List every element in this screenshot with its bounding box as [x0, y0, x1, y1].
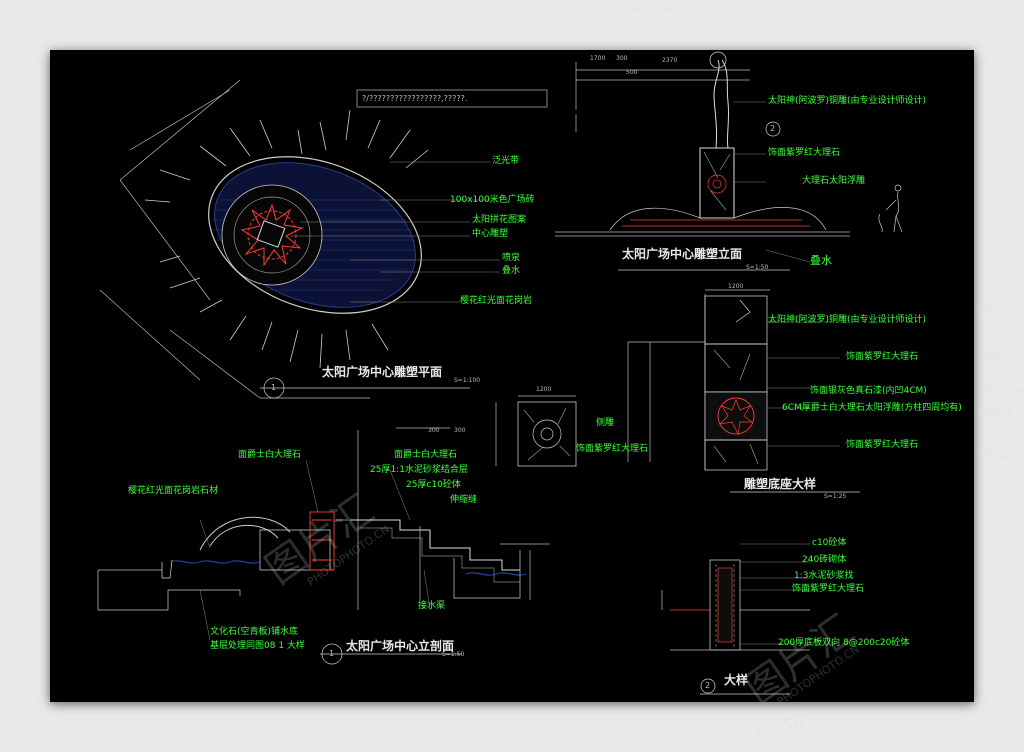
- detail-number: 2: [705, 681, 711, 690]
- outside-label-2: 大理石: [978, 353, 1006, 363]
- cad-drawing: [97, 51, 903, 695]
- outside-label-4: 四周均有: [978, 409, 1015, 419]
- elevation-label-marble: 饰面紫罗红大理石: [768, 148, 841, 158]
- detail-label-slab: 200厚底板双向 8@200c20砼体: [778, 638, 910, 648]
- elevation-label-bronze: 太阳神(阿波罗)铜雕(由专业设计师设计): [768, 96, 927, 106]
- elevation-scale: S=1:50: [746, 264, 769, 271]
- outside-number: 2: [754, 725, 761, 738]
- elevation-title: 太阳广场中心雕塑立面: [622, 247, 743, 261]
- elevation-dim-4: 500: [626, 69, 638, 76]
- section-number: 1: [329, 649, 335, 658]
- outside-label-5: 红大理石: [978, 451, 1015, 461]
- plan-label-center-sculpture: 中心雕塑: [472, 229, 509, 239]
- outside-dim-2: 300: [656, 5, 672, 14]
- section-label-expansion-joint: 伸缩缝: [450, 495, 478, 505]
- section-label-concrete: 25厚c10砼体: [406, 480, 461, 490]
- base-detail: [495, 289, 860, 493]
- section-label-white-marble-right: 面爵士白大理石: [394, 450, 458, 460]
- plan-label-floodlight-strip: 泛光带: [492, 156, 520, 166]
- elevation-view: [555, 51, 903, 271]
- base-label-marble-2: 饰面紫罗红大理石: [846, 440, 919, 450]
- plan-title: 太阳广场中心雕塑平面: [322, 365, 443, 379]
- base-label-bronze: 太阳神(阿波罗)铜雕(由专业设计师设计): [768, 315, 927, 325]
- outside-title: 大样: [780, 715, 807, 730]
- detail-label-marble: 饰面紫罗红大理石: [792, 584, 865, 594]
- detail-label-concrete: c10砼体: [812, 538, 847, 548]
- section-scale: S=1:50: [442, 651, 465, 658]
- plan-number: 1: [271, 383, 277, 392]
- section-title: 太阳广场中心立剖面: [346, 639, 455, 653]
- side-view-label-marble: 饰面紫罗红大理石: [576, 444, 649, 454]
- elevation-label-relief: 大理石太阳浮雕: [802, 176, 866, 186]
- elevation-water-label: 叠水: [810, 254, 832, 267]
- section-label-bottom-2: 基层处理同图08 1 大样: [210, 641, 305, 651]
- outside-label-6: c10砼体: [978, 677, 1013, 687]
- section-label-white-marble-left: 面爵士白大理石: [238, 450, 302, 460]
- base-label-relief: 6CM厚爵士白大理石太阳浮雕(方柱四周均有): [782, 403, 962, 413]
- side-view-dim: 1200: [536, 386, 552, 393]
- detail-view: [661, 543, 810, 695]
- section-dim-1: 300: [428, 427, 440, 434]
- elevation-number: 2: [770, 124, 776, 133]
- section-label-mortar: 25厚1:1水泥砂浆结合层: [370, 465, 468, 475]
- plan-label-sun-pattern: 太阳拼花图案: [472, 215, 527, 225]
- base-label-marble: 饰面紫罗红大理石: [846, 352, 919, 362]
- section-label-drain: 接水渠: [418, 601, 446, 611]
- plan-scale: S=1:100: [454, 377, 481, 384]
- detail-title: 大样: [724, 673, 749, 687]
- detail-label-brick: 240砖砌体: [802, 555, 847, 565]
- plan-label-cascade: 叠水: [502, 266, 521, 276]
- elevation-dim-1: 1700: [590, 55, 606, 62]
- outside-label-1: 计师设计: [976, 306, 1013, 316]
- plan-note-box-text: ?/?????????????????,?????.: [362, 94, 468, 103]
- base-scale: S=1:25: [824, 493, 847, 500]
- side-view-label-carving: 侧雕: [596, 418, 615, 428]
- elevation-dim-3: 2370: [662, 57, 678, 64]
- base-label-silver-paint: 饰面银灰色真石漆(内凹4CM): [810, 386, 927, 396]
- section-label-granite: 樱花红光面花岗岩石材: [128, 486, 219, 496]
- detail-label-mortar: 1:3水泥砂浆找: [794, 571, 854, 581]
- drawing-sheet: ?/?????????????????,?????. 泛光带 100x100米色…: [50, 50, 974, 702]
- elevation-dim-2: 300: [616, 55, 628, 62]
- outside-label-3: 漆内凹4CM: [978, 387, 1024, 397]
- plan-label-plaza-tile: 100x100米色广场砖: [450, 195, 535, 205]
- plan-label-granite: 樱花红光面花岗岩: [460, 296, 533, 306]
- section-label-bottom-1: 文化石(空青板)铺水底: [210, 627, 299, 637]
- plan-label-fountain: 喷泉: [502, 253, 521, 263]
- outside-dim-1: 1700: [622, 5, 643, 14]
- section-dim-2: 300: [454, 427, 466, 434]
- section-view: [97, 427, 550, 665]
- plan-view: [99, 79, 548, 399]
- base-title: 雕塑底座大样: [744, 477, 817, 491]
- outside-dim-3: 2370: [706, 9, 727, 18]
- base-dim-top: 1200: [728, 283, 744, 290]
